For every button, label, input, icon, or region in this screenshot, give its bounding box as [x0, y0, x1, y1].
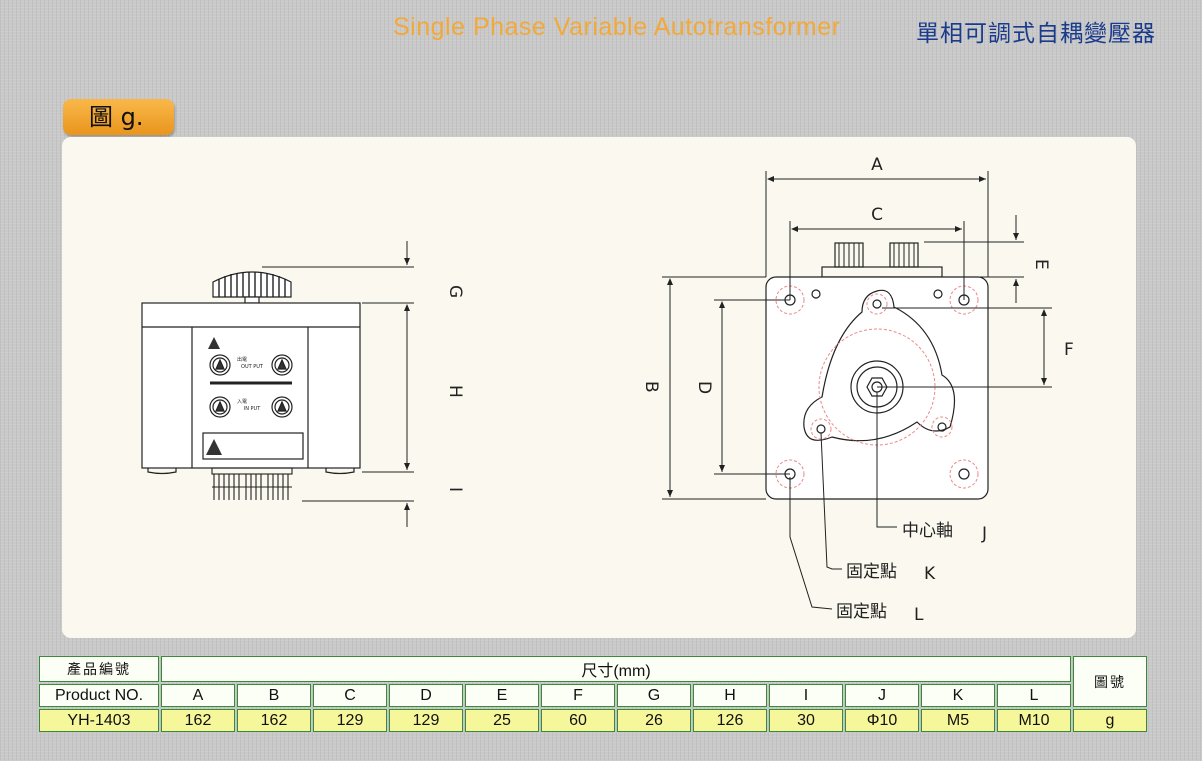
- table-row: YH-1403 162 162 129 129 25 60 26 126 30 …: [39, 709, 1147, 732]
- figure-number: g: [1073, 709, 1147, 732]
- dim-label-g: G: [445, 285, 465, 298]
- dim-label-a: A: [871, 155, 883, 175]
- top-dimensions: [662, 171, 1052, 610]
- size-header: 尺寸(mm): [161, 656, 1071, 682]
- input-socket-icon: [209, 396, 231, 418]
- dim-label-f: F: [1064, 340, 1074, 360]
- col-header: D: [389, 684, 463, 707]
- callout-fixing-point-l: 固定點: [836, 602, 887, 622]
- spec-table: 產品編號 尺寸(mm) 圖號 Product NO. A B C D E F G…: [37, 654, 1149, 734]
- figure-header: 圖號: [1073, 656, 1147, 707]
- drawing-panel: 出電 OUT PUT 入電 IN PUT G H I: [62, 137, 1136, 638]
- table-cell: 129: [313, 709, 387, 732]
- table-cell: 129: [389, 709, 463, 732]
- figure-tag: 圖 g.: [63, 99, 174, 135]
- col-header: G: [617, 684, 691, 707]
- col-header: L: [997, 684, 1071, 707]
- callout-letter-k: K: [924, 564, 936, 584]
- column-header-row: Product NO. A B C D E F G H I J K L: [39, 684, 1147, 707]
- table-cell: 26: [617, 709, 691, 732]
- input-en-label: IN PUT: [244, 406, 261, 412]
- col-header: J: [845, 684, 919, 707]
- dim-label-b: B: [641, 381, 661, 393]
- warning-triangle-icon: [208, 337, 220, 349]
- callout-letter-j: J: [981, 524, 987, 544]
- product-number: YH-1403: [39, 709, 159, 732]
- table-cell: 162: [161, 709, 235, 732]
- dim-label-h: H: [445, 385, 465, 398]
- product-header-en: Product NO.: [39, 684, 159, 707]
- callout-fixing-point-k: 固定點: [846, 562, 897, 582]
- warning-triangle-icon: [206, 439, 222, 455]
- title-chinese: 單相可調式自耦變壓器: [916, 21, 1156, 47]
- dim-label-e: E: [1031, 259, 1051, 270]
- callout-letter-l: L: [914, 605, 924, 625]
- knob-icon: [212, 271, 292, 298]
- table-cell: M10: [997, 709, 1071, 732]
- table-cell: 30: [769, 709, 843, 732]
- col-header: B: [237, 684, 311, 707]
- col-header: I: [769, 684, 843, 707]
- col-header: E: [465, 684, 539, 707]
- col-header: A: [161, 684, 235, 707]
- side-dimensions: [262, 241, 414, 527]
- col-header: K: [921, 684, 995, 707]
- table-cell: 126: [693, 709, 767, 732]
- product-header-zh: 產品編號: [39, 656, 159, 682]
- output-socket-icon: [209, 354, 231, 376]
- col-header: C: [313, 684, 387, 707]
- col-header: F: [541, 684, 615, 707]
- output-zh-label: 出電: [237, 356, 247, 363]
- title-english: Single Phase Variable Autotransformer: [393, 13, 841, 41]
- table-cell: 25: [465, 709, 539, 732]
- side-view: [141, 271, 361, 500]
- col-header: H: [693, 684, 767, 707]
- table-cell: Φ10: [845, 709, 919, 732]
- callout-center-shaft: 中心軸: [902, 521, 953, 541]
- input-zh-label: 入電: [237, 399, 247, 405]
- technical-drawing: 出電 OUT PUT 入電 IN PUT G H I: [141, 155, 1074, 625]
- dim-label-c: C: [871, 205, 883, 225]
- input-socket-icon: [271, 396, 293, 418]
- output-socket-icon: [271, 354, 293, 376]
- table-cell: M5: [921, 709, 995, 732]
- table-cell: 162: [237, 709, 311, 732]
- dim-label-d: D: [694, 381, 714, 394]
- output-en-label: OUT PUT: [241, 364, 264, 370]
- table-cell: 60: [541, 709, 615, 732]
- dim-label-i: I: [445, 487, 465, 492]
